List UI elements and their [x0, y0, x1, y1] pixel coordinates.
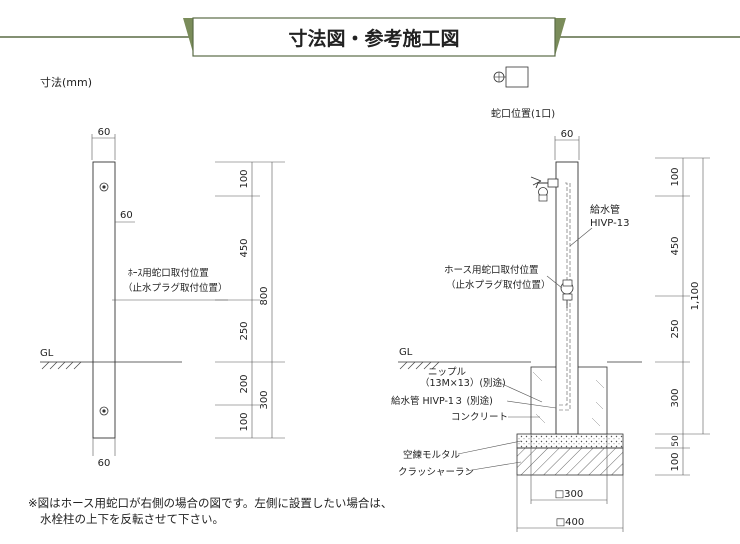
note-line-1: ※図はホース用蛇口が右側の場合の図です。左側に設置したい場合は、 [28, 496, 392, 510]
left-total-800: 800 [259, 286, 270, 305]
left-top-width: 60 [98, 127, 111, 138]
crusher-label: クラッシャーラン [398, 467, 474, 478]
left-gl-label: GL [40, 348, 54, 359]
left-top-hole-icon [99, 182, 109, 192]
right-dim-300: 300 [670, 388, 681, 407]
left-dim-250: 250 [239, 321, 250, 340]
upper-faucet-icon [530, 176, 559, 202]
right-gl-label: GL [399, 347, 413, 358]
base-outer-size: □400 [556, 517, 585, 528]
units-label: 寸法(mm) [40, 75, 92, 89]
right-elevation: 蛇口位置(1口) 60 [391, 66, 710, 532]
pipe-label-1: 給水管 [590, 203, 620, 216]
left-dim-100-bottom: 100 [239, 412, 250, 431]
title-banner: 寸法図・参考施工図 [0, 17, 740, 57]
left-ground-hatch [41, 361, 82, 370]
right-total-1100: 1,100 [690, 282, 701, 311]
left-dim-450: 450 [239, 238, 250, 257]
nipple-spec-label: （13M×13）(別途) [420, 377, 506, 389]
lower-pipe-label: 給水管 HIVP-1３ (別途) [391, 395, 493, 407]
right-hose-label: ホース用蛇口取付位置 [444, 264, 539, 276]
left-dim-200: 200 [239, 374, 250, 393]
mortar-label: 空練モルタル [403, 449, 461, 461]
left-hose-label: ﾎｰｽ用蛇口取付位置 [128, 267, 209, 279]
pipe-label-2: HIVP-13 [590, 218, 629, 229]
left-plug-label: （止水プラグ取付位置） [123, 282, 228, 294]
left-total-300: 300 [259, 390, 270, 409]
faucet-plan-icon [493, 66, 529, 88]
left-elevation: 60 60 ﾎｰｽ用蛇口取付位置 （止水プラグ取付位置） 60 GL [40, 127, 285, 469]
right-dim-100-bottom: 100 [670, 452, 681, 471]
plug-fitting-icon [560, 279, 574, 308]
left-bottom-width: 60 [98, 458, 111, 469]
faucet-caption: 蛇口位置(1口) [491, 107, 555, 120]
right-dim-250: 250 [670, 319, 681, 338]
right-dim-50: 50 [671, 435, 681, 447]
left-dim-100-top: 100 [239, 169, 250, 188]
left-bottom-hole-icon [99, 406, 109, 416]
base-inner-size: □300 [555, 489, 584, 500]
right-dim-100-top: 100 [670, 167, 681, 186]
nipple-label: ニップル [428, 367, 467, 378]
page-title: 寸法図・参考施工図 [288, 27, 459, 50]
left-post [92, 161, 116, 439]
note-line-2: 水栓柱の上下を反転させて下さい。 [40, 512, 224, 526]
right-plug-label: （止水プラグ取付位置） [446, 279, 551, 291]
left-side-width: 60 [120, 210, 133, 221]
right-ground-hatch [399, 361, 440, 370]
concrete-label: コンクリート [451, 412, 508, 423]
right-top-width: 60 [561, 129, 574, 140]
right-dim-450: 450 [670, 236, 681, 255]
